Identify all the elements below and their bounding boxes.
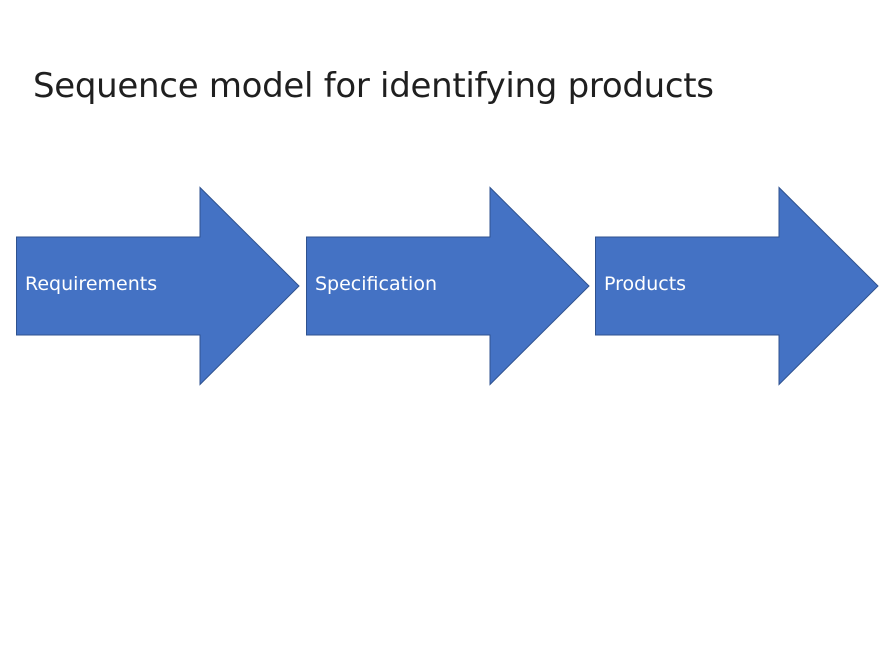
block-arrow-right-icon <box>16 186 300 386</box>
sequence-step-requirements-arrow: Requirements <box>16 186 300 386</box>
block-arrow-right-icon <box>595 186 879 386</box>
sequence-step-label: Requirements <box>25 273 158 295</box>
sequence-step-label: Specification <box>315 273 437 295</box>
sequence-step-label: Products <box>604 273 687 295</box>
block-arrow-right-icon <box>306 186 590 386</box>
sequence-step-products-arrow: Products <box>595 186 879 386</box>
sequence-step-specification-arrow: Specification <box>306 186 590 386</box>
slide-title: Sequence model for identifying products <box>33 66 714 106</box>
